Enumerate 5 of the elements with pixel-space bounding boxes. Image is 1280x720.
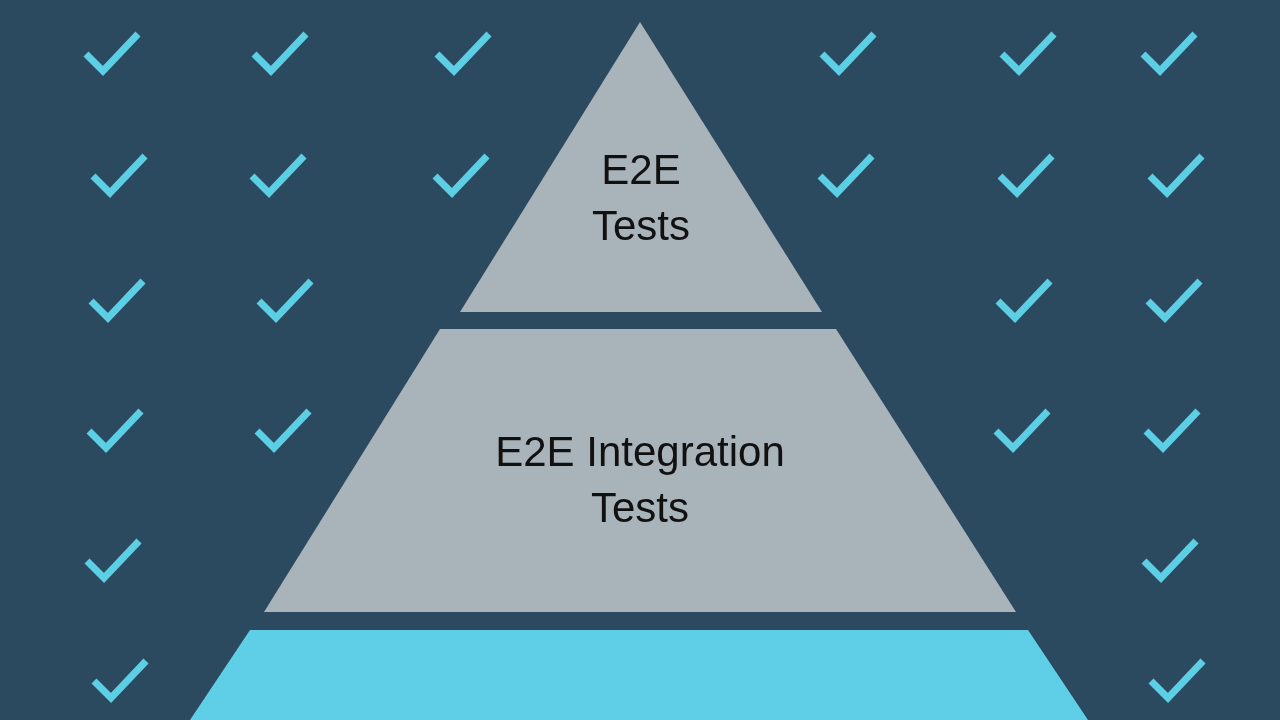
pyramid-middle-tier	[264, 329, 1016, 612]
pyramid-top-tier	[460, 22, 822, 312]
tier-label: E2E Integration Tests	[494, 427, 786, 533]
tier-label: E2E Tests	[591, 145, 691, 251]
pyramid-base-tier	[190, 630, 1088, 720]
